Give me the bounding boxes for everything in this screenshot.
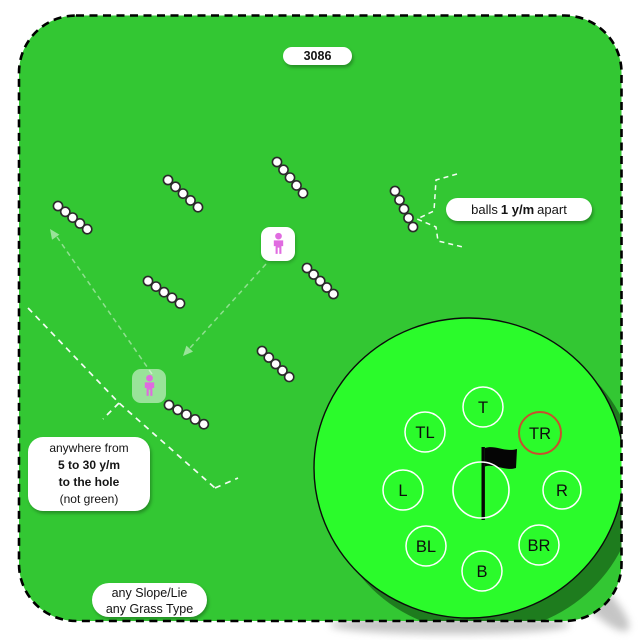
- golf-ball: [301, 262, 313, 274]
- ball-row: [271, 156, 309, 199]
- conditions-line1: any Slope/Lie: [111, 586, 188, 600]
- green-positions: T TL TR L R BL BR B: [382, 386, 582, 592]
- direction-arrows: [50, 229, 267, 375]
- position-ring: [382, 469, 424, 511]
- green-position-bl: BL: [405, 525, 447, 567]
- golf-ball: [407, 221, 419, 233]
- golf-ball: [142, 275, 154, 287]
- golf-ball: [283, 371, 295, 383]
- position-ring: [462, 386, 504, 428]
- zone-note-line2: 5 to 30 y/m: [57, 458, 121, 472]
- golf-ball: [174, 297, 186, 309]
- golf-ball: [276, 365, 288, 376]
- golf-ball: [398, 203, 410, 215]
- position-label: B: [476, 563, 487, 581]
- green-position-b: B: [461, 550, 503, 592]
- golf-ball: [52, 200, 64, 212]
- ball-rows: [52, 156, 419, 430]
- golf-ball: [162, 174, 174, 186]
- drill-number-badge: 3086: [283, 47, 352, 65]
- position-label: TR: [529, 425, 551, 443]
- golf-ball: [177, 188, 189, 199]
- zone-note-line1: anywhere from: [49, 441, 129, 455]
- position-ring: [461, 550, 503, 592]
- golf-ball: [185, 194, 196, 206]
- ball-row: [52, 200, 93, 235]
- golf-ball: [284, 172, 296, 183]
- position-label: R: [556, 482, 568, 500]
- golf-ball: [67, 212, 78, 223]
- golf-ball: [403, 212, 414, 224]
- golf-ball: [394, 194, 405, 206]
- golf-ball: [158, 286, 170, 298]
- golf-ball: [150, 281, 162, 292]
- golf-ball: [192, 201, 204, 213]
- golf-ball: [189, 413, 201, 425]
- golf-ball: [163, 399, 175, 411]
- hole-circle: [452, 461, 510, 519]
- conditions-line2: any Grass Type: [105, 602, 194, 616]
- ball-row: [163, 399, 210, 430]
- zone-note: anywhere from 5 to 30 y/m to the hole (n…: [28, 437, 150, 511]
- position-ring: [404, 411, 446, 453]
- ball-row: [142, 275, 186, 309]
- ball-row: [256, 345, 295, 383]
- position-label: TL: [415, 424, 434, 442]
- green-position-l: L: [382, 469, 424, 511]
- golf-ball: [270, 358, 281, 370]
- position-ring: [405, 525, 447, 567]
- person-icon: [144, 374, 154, 396]
- golf-ball: [170, 181, 181, 193]
- golf-ball: [263, 352, 275, 363]
- golf-ball: [389, 185, 401, 197]
- position-ring: [518, 524, 560, 566]
- balls-apart-text-pre: balls: [471, 202, 498, 217]
- golf-ball: [291, 179, 302, 191]
- position-label: BR: [528, 537, 551, 555]
- position-ring: [542, 470, 582, 510]
- golf-ball: [59, 206, 71, 218]
- golf-ball: [166, 292, 178, 304]
- golf-ball: [327, 288, 339, 300]
- field-border: [17, 14, 623, 623]
- golf-ball: [198, 418, 210, 430]
- putting-green: [313, 317, 622, 619]
- position-label: BL: [416, 538, 436, 556]
- zone-dashed-path: [27, 307, 239, 489]
- golf-ball: [172, 404, 184, 416]
- balls-apart-text-bold: 1 y/m: [500, 202, 535, 217]
- ball-row: [162, 174, 204, 213]
- golf-ball: [278, 164, 289, 176]
- zone-note-line3: to the hole: [58, 475, 120, 489]
- golf-ball: [256, 345, 268, 357]
- position-label: L: [398, 482, 407, 500]
- green-position-tr: TR: [518, 411, 562, 455]
- golf-ball: [297, 187, 309, 199]
- player-marker-1: [261, 227, 295, 261]
- green-position-t: T: [462, 386, 504, 428]
- spacing-brace: [416, 173, 464, 248]
- green-position-r: R: [542, 470, 582, 510]
- golf-ball: [321, 282, 333, 293]
- position-label: T: [478, 399, 488, 417]
- balls-apart-text-post: apart: [537, 202, 567, 217]
- golf-ball: [271, 156, 283, 168]
- conditions-label: any Slope/Lie any Grass Type: [92, 583, 207, 617]
- green-position-tl: TL: [404, 411, 446, 453]
- green-position-br: BR: [518, 524, 560, 566]
- highlight-ring: [518, 411, 562, 455]
- player-marker-2: [132, 369, 166, 403]
- zone-note-line4: (not green): [59, 492, 119, 506]
- golf-ball: [308, 269, 319, 280]
- golf-ball: [180, 409, 192, 420]
- golf-ball: [74, 217, 86, 229]
- ball-row: [389, 185, 419, 233]
- ball-row: [301, 262, 339, 300]
- person-icon: [273, 232, 283, 254]
- flag-icon: [481, 447, 517, 520]
- golf-ball: [81, 223, 93, 235]
- golf-ball: [314, 275, 326, 287]
